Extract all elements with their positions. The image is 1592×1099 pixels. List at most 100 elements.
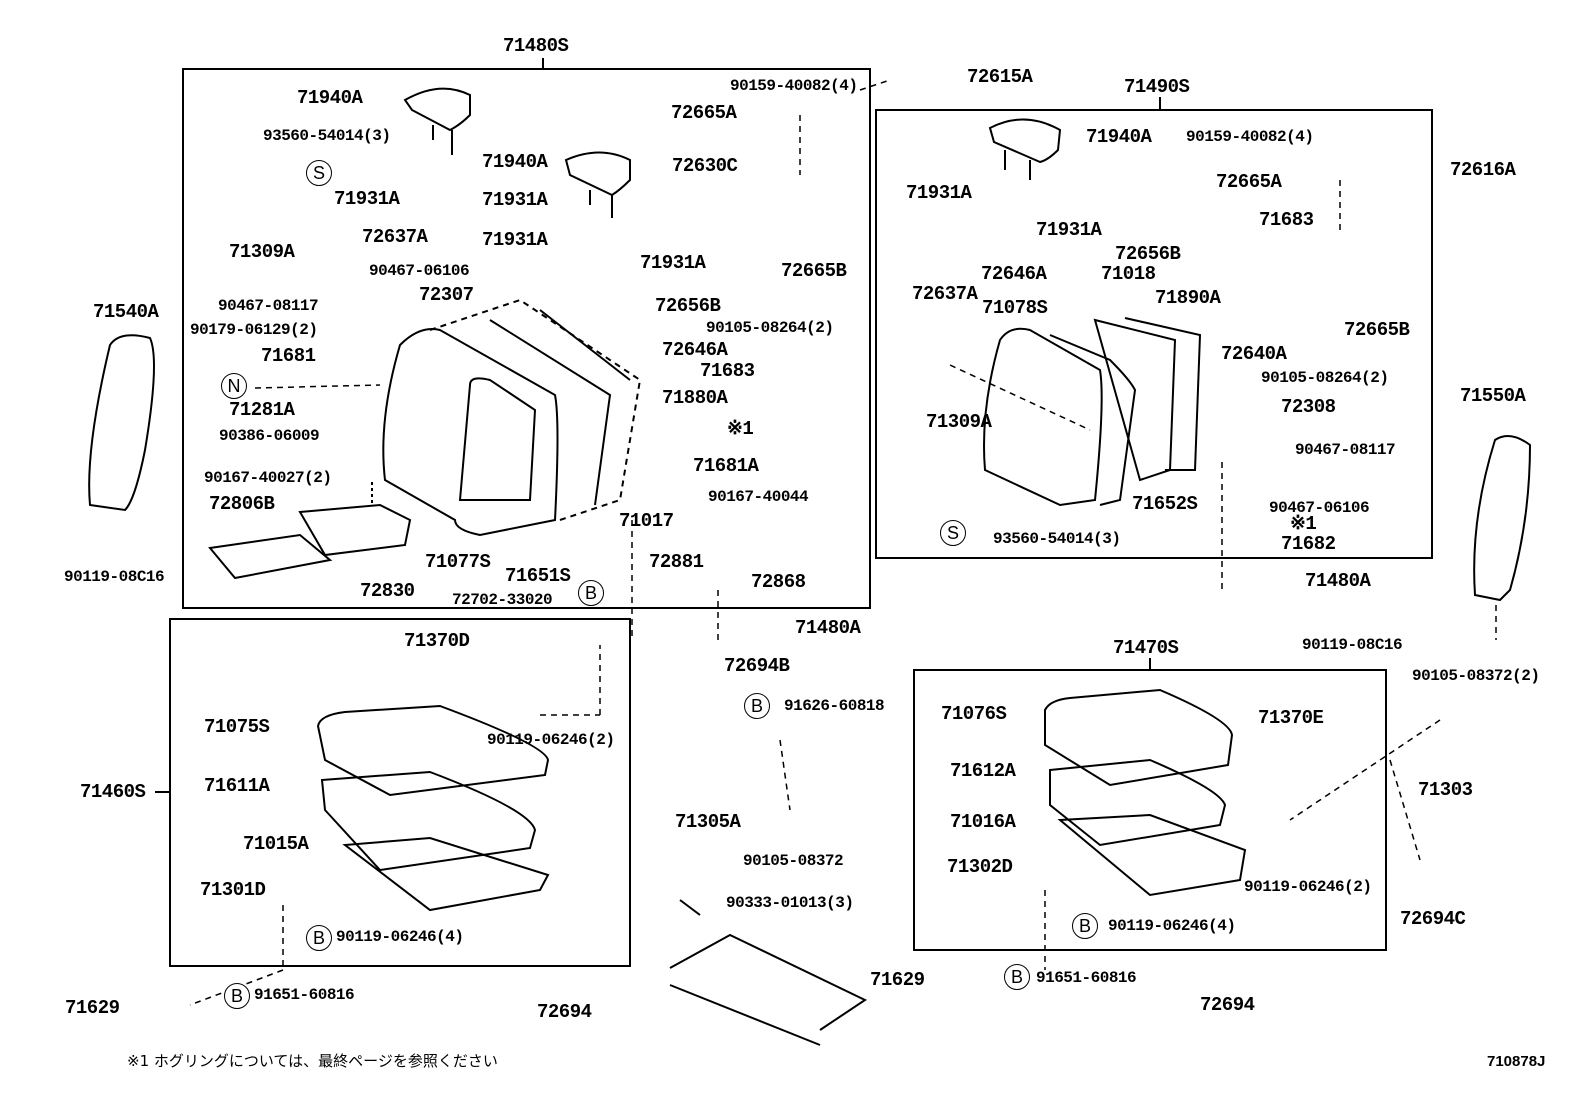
armrest-71540A-icon [88,334,155,512]
part-number-label: 90159-40082(4) [1186,128,1314,146]
part-number-label: 91651-60816 [254,986,355,1004]
part-number-label: 72806B [209,493,275,515]
part-number-label: 71480A [795,617,861,639]
part-number-label: 72308 [1281,396,1336,418]
part-number-label: 72694C [1400,908,1466,930]
part-number-label: 90105-08372 [743,852,844,870]
part-number-label: 71309A [229,241,295,263]
marker-b-icon: B [578,580,604,606]
part-number-label: 71931A [482,229,548,251]
part-number-label: 71682 [1281,533,1336,555]
marker-s-icon: S [940,520,966,546]
part-number-label: 71077S [425,551,491,573]
marker-b-icon: B [744,693,770,719]
part-number-label: 72656B [655,295,721,317]
part-number-label: 90386-06009 [219,427,320,445]
part-number-label: 72615A [967,66,1033,88]
part-number-label: 71931A [1036,219,1102,241]
part-number-label: 93560-54014(3) [993,530,1121,548]
part-number-label: 71683 [1259,209,1314,231]
part-number-label: 71303 [1418,779,1473,801]
part-number-label: 72637A [912,283,978,305]
part-number-label: 71880A [662,387,728,409]
part-number-label: 71629 [65,997,120,1019]
marker-s-icon: S [306,160,332,186]
part-number-label: 72646A [662,339,728,361]
part-number-label: 90467-06106 [1269,499,1370,517]
part-number-label: ※1 [727,418,754,440]
group-box-71480S [182,68,871,609]
part-number-label: 71302D [947,856,1013,878]
part-number-label: 90167-40044 [708,488,809,506]
part-number-label: 71612A [950,760,1016,782]
part-number-label: 90119-08C16 [64,568,165,586]
part-number-label: 90159-40082(4) [730,77,858,95]
part-number-label: 71076S [941,703,1007,725]
headrest-icon [564,151,631,218]
part-number-label: 72665A [1216,171,1282,193]
part-number-label: 71281A [229,399,295,421]
part-number-label: 71480S [503,35,569,57]
part-number-label: 71940A [297,87,363,109]
part-number-label: 90105-08264(2) [706,319,834,337]
part-number-label: 71931A [906,182,972,204]
part-number-label: 90167-40027(2) [204,469,332,487]
part-number-label: 71940A [1086,126,1152,148]
part-number-label: 71931A [640,252,706,274]
seat-cushion-71075S-icon [316,704,550,912]
part-number-label: 72307 [419,284,474,306]
part-number-label: 71301D [200,879,266,901]
part-number-label: 71652S [1132,493,1198,515]
armrest-71550A-icon [1473,435,1532,602]
floor-panel-icon [669,899,868,1046]
part-number-label: 90333-01013(3) [726,894,854,912]
part-number-label: 71681 [261,345,316,367]
part-number-label: 71890A [1155,287,1221,309]
part-number-label: 71629 [870,969,925,991]
part-number-label: 90119-06246(2) [487,731,615,749]
part-number-label: 72665A [671,102,737,124]
part-number-label: 71683 [700,360,755,382]
part-number-label: 71540A [93,301,159,323]
part-number-label: 90467-08117 [1295,441,1396,459]
marker-n-icon: N [221,373,247,399]
part-number-label: 71480A [1305,570,1371,592]
part-number-label: 71015A [243,833,309,855]
part-number-label: 72702-33020 [452,591,553,609]
part-number-label: 90105-08372(2) [1412,667,1540,685]
part-number-label: 90467-06106 [369,262,470,280]
part-number-label: 71460S [80,781,146,803]
diagram-id: 710878J [1487,1053,1546,1070]
part-number-label: 72616A [1450,159,1516,181]
headrest-icon [988,118,1062,180]
part-number-label: 71611A [204,775,270,797]
seat-back-right-icon [983,317,1202,507]
part-number-label: 71018 [1101,263,1156,285]
part-number-label: 71305A [675,811,741,833]
part-number-label: 91651-60816 [1036,969,1137,987]
part-number-label: 72630C [672,155,738,177]
seat-cushion-71076S-icon [1044,688,1247,897]
part-number-label: 71017 [619,510,674,532]
part-number-label: 90119-06246(4) [1108,917,1236,935]
part-number-label: 91626-60818 [784,697,885,715]
part-number-label: 71940A [482,151,548,173]
part-number-label: 71016A [950,811,1016,833]
part-number-label: 90119-08C16 [1302,636,1403,654]
part-number-label: 71075S [204,716,270,738]
part-number-label: 93560-54014(3) [263,127,391,145]
part-number-label: 90119-06246(2) [1244,878,1372,896]
part-number-label: 72868 [751,571,806,593]
part-number-label: 90179-06129(2) [190,321,318,339]
part-number-label: 71550A [1460,385,1526,407]
headrest-icon [403,87,471,155]
footnote: ※1 ホグリングについては、最終ページを参照ください [127,1052,498,1070]
marker-b-icon: B [224,983,250,1009]
part-number-label: 71370E [1258,707,1324,729]
group-box-71490S [875,109,1433,559]
part-number-label: 71490S [1124,76,1190,98]
armrest-storage-icon [208,482,412,580]
part-number-label: 72656B [1115,243,1181,265]
